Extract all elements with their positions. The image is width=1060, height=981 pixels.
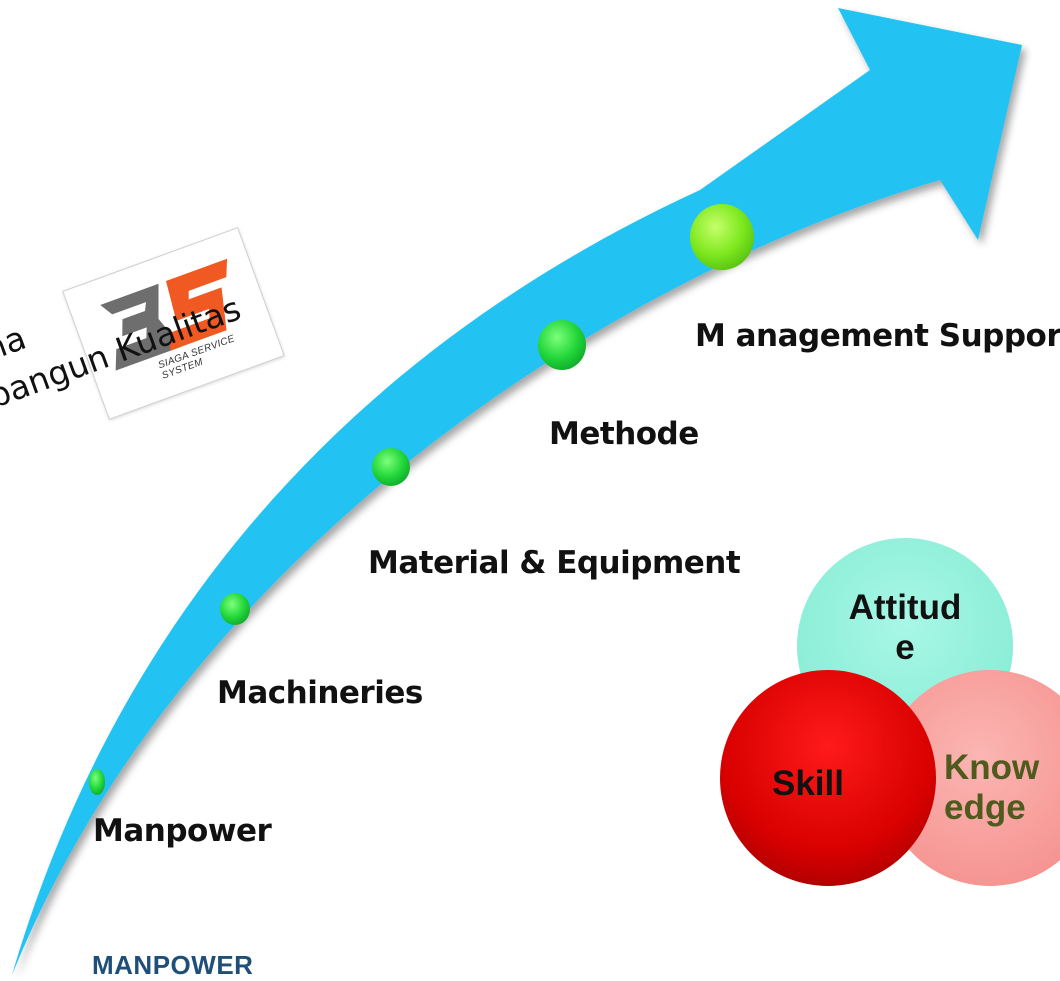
footer-title: MANPOWER: [92, 950, 254, 980]
knowledge-circle: [882, 670, 1060, 886]
logo-card: SIAGA SERVICE SYSTEM: [62, 227, 285, 420]
skill-circle: [720, 670, 936, 886]
skill-label: Skill: [772, 764, 844, 803]
stage-label-machineries: Machineries: [217, 675, 423, 711]
stage-label-material: Material & Equipment: [368, 545, 741, 581]
stage-dot-machineries: [220, 593, 250, 625]
stage-dot-material: [372, 448, 410, 486]
stage-label-methode: Methode: [549, 416, 699, 452]
knowledge-label: Know edge: [944, 748, 1040, 827]
stage-label-manpower: Manpower: [93, 813, 272, 849]
stage-dot-management: [690, 204, 754, 270]
logo-3s-mark: [100, 258, 228, 371]
attitude-label: Attitud e: [848, 588, 962, 667]
stage-label-management: M anagement Support: [695, 318, 1060, 354]
arrow-body: [12, 8, 1022, 975]
stage-dot-methode: [538, 320, 586, 370]
stage-dot-manpower: [89, 769, 105, 795]
